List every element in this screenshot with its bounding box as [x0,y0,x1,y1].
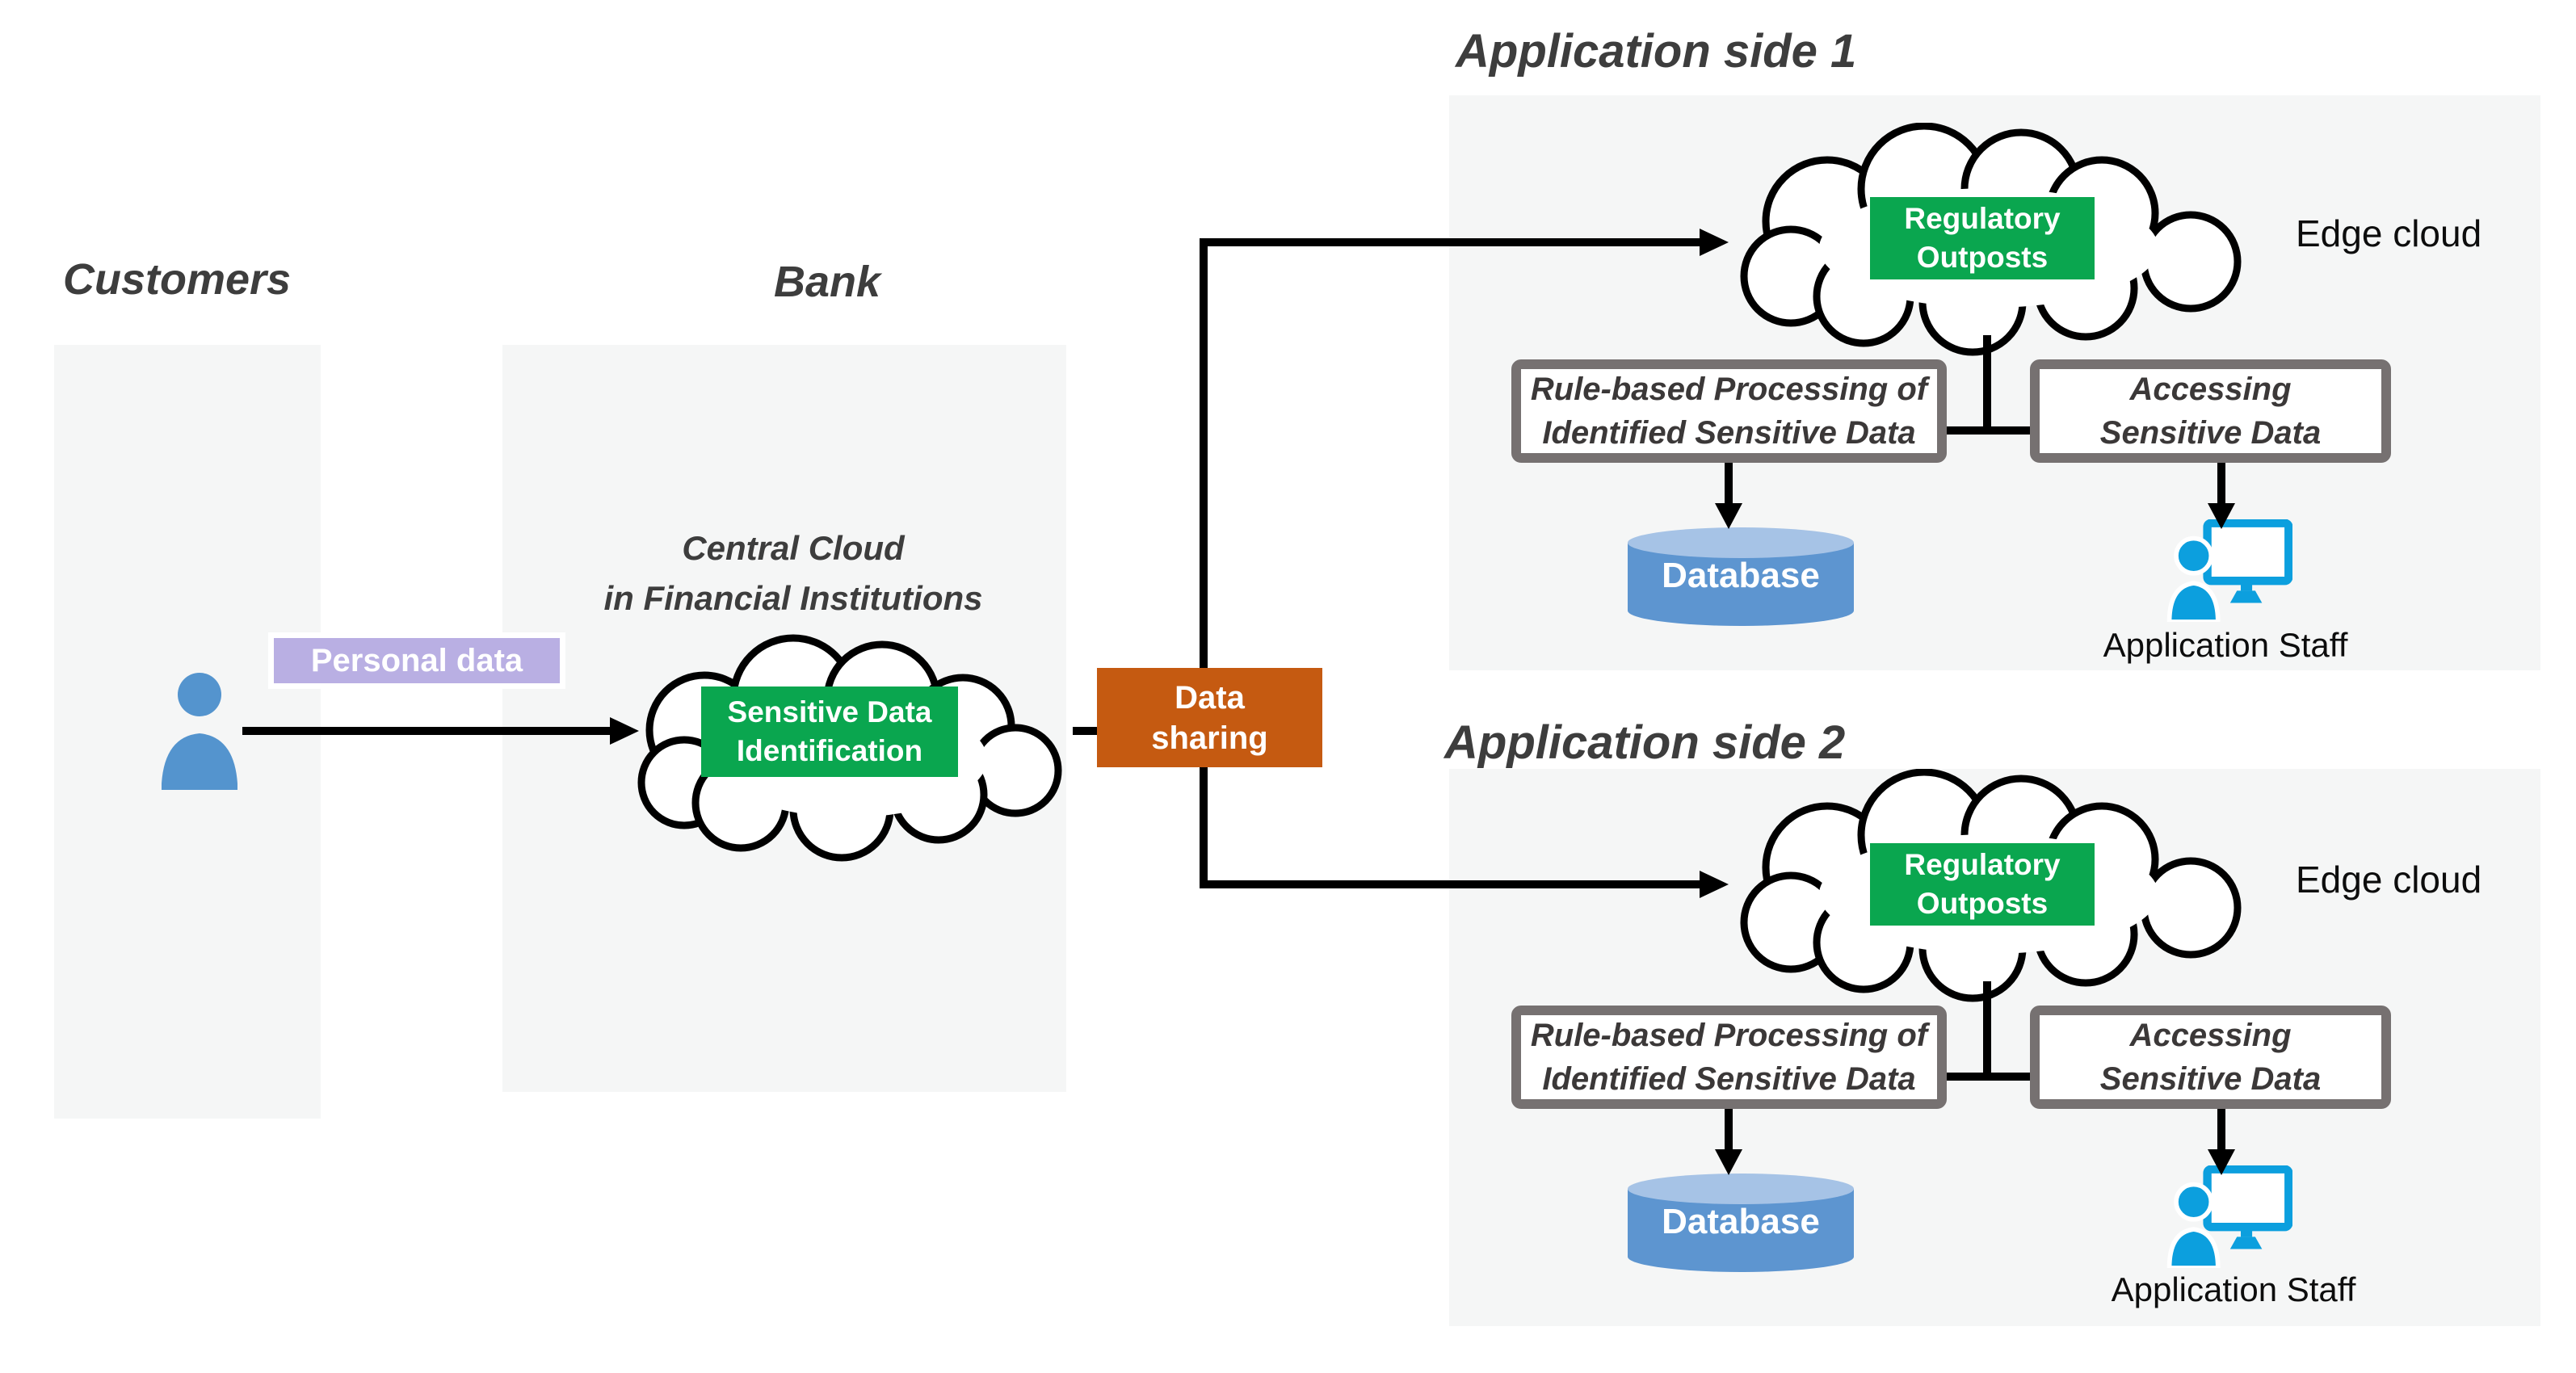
bank-title: Bank [774,258,881,306]
connector-person-to-cloud [242,727,612,735]
sensitive-data-identification-box: Sensitive Data Identification [701,686,958,777]
access-box-2-line2: Sensitive Data [2099,1061,2322,1097]
rule-processing-box-2: Rule-based Processing of Identified Sens… [1511,1006,1947,1109]
regulatory-2-line2: Outposts [1916,887,2049,920]
accessbox1-to-staff-line [2217,463,2225,505]
data-sharing-line2: sharing [1151,720,1268,756]
arrowhead-db-2 [1715,1149,1742,1175]
central-cloud-caption-line1: Central Cloud [682,529,905,567]
cloud2-down-connector [1983,981,1991,1081]
access-box-2-line1: Accessing [2129,1018,2292,1053]
application-staff-2-label: Application Staff [2111,1270,2356,1308]
database-1-icon [1628,527,1854,626]
arrowhead-into-cloud2 [1700,871,1729,898]
rule-box-2-line2: Identified Sensitive Data [1542,1061,1916,1097]
rule-box-1-line2: Identified Sensitive Data [1542,415,1916,451]
access-box-1-line1: Accessing [2129,372,2292,407]
personal-data-box: Personal data [268,632,565,689]
database-2-label: Database [1662,1202,1820,1241]
accessbox2-to-staff-line [2217,1109,2225,1151]
application-staff-1-label: Application Staff [2103,626,2348,664]
database-1-label: Database [1662,556,1820,595]
arrowhead-into-bank-cloud [610,717,639,745]
rulebox2-to-db-line [1725,1109,1733,1151]
connector-cloud-to-datasharing [1073,727,1097,735]
accessing-data-box-1: Accessing Sensitive Data [2030,359,2391,463]
connector-to-cloud2 [1200,880,1702,888]
customers-title: Customers [63,255,292,304]
arrowhead-db-1 [1715,503,1742,529]
database-2-icon [1628,1174,1854,1272]
rule-box-2-line1: Rule-based Processing of [1530,1018,1928,1053]
arrowhead-staff-1 [2208,503,2235,529]
cloud1-t-stub [1947,426,2032,435]
cloud2-t-stub [1947,1073,2032,1081]
regulatory-1-line1: Regulatory [1904,202,2061,235]
accessing-data-box-2: Accessing Sensitive Data [2030,1006,2391,1109]
rule-processing-box-1: Rule-based Processing of Identified Sens… [1511,359,1947,463]
central-cloud-caption: Central Cloud in Financial Institutions [575,523,1011,624]
application-side-1-title: Application side 1 [1456,25,1857,78]
data-sharing-box: Data sharing [1097,668,1322,767]
regulatory-outposts-box-2: Regulatory Outposts [1870,843,2095,926]
rule-box-1-line1: Rule-based Processing of [1530,372,1928,407]
edge-cloud-1-label: Edge cloud [2296,212,2482,254]
sensitive-box-line1: Sensitive Data [727,695,932,728]
arrowhead-into-cloud1 [1700,229,1729,256]
customer-person-icon [162,673,237,790]
cloud1-down-connector [1983,335,1991,435]
personal-data-label: Personal data [310,642,523,678]
regulatory-1-line2: Outposts [1916,241,2049,274]
access-box-1-line2: Sensitive Data [2099,415,2322,451]
connector-datasharing-up [1200,238,1208,668]
rulebox1-to-db-line [1725,463,1733,505]
edge-cloud-2-label: Edge cloud [2296,859,2482,901]
application-side-2-title: Application side 2 [1444,716,1846,769]
arrowhead-staff-2 [2208,1149,2235,1175]
application-staff-2-icon [2166,1165,2292,1268]
application-staff-1-icon [2166,519,2292,622]
connector-datasharing-down [1200,767,1208,888]
connector-to-cloud1 [1200,238,1702,246]
regulatory-2-line1: Regulatory [1904,848,2061,881]
regulatory-outposts-box-1: Regulatory Outposts [1870,197,2095,279]
sensitive-box-line2: Identification [736,734,923,767]
central-cloud-caption-line2: in Financial Institutions [603,579,983,617]
data-sharing-line1: Data [1175,679,1245,716]
